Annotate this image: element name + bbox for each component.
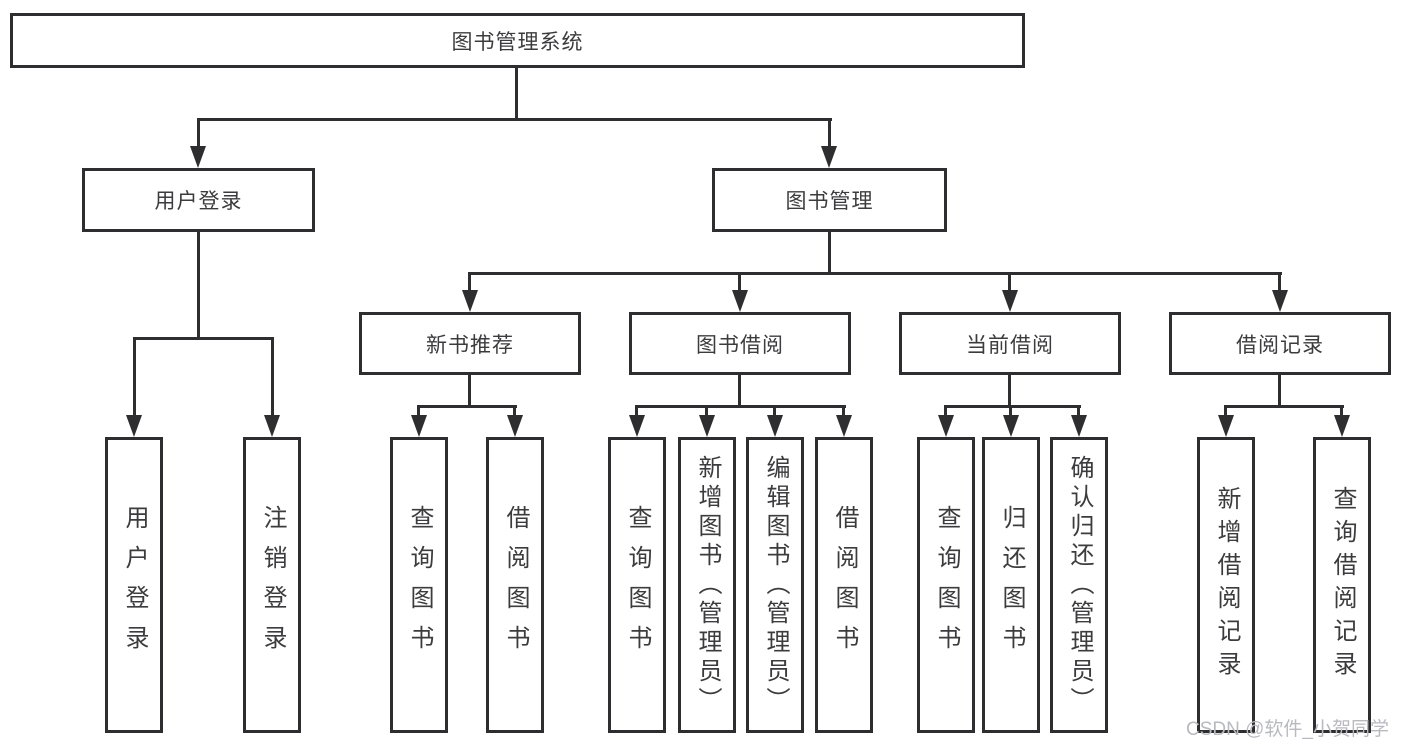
node-borrow-records-label: 借阅记录 [1236,333,1324,357]
arrow-to-g2-add [699,415,715,437]
arrow-to-user-login [190,146,206,168]
node-new-book-recommend: 新书推荐 [359,312,581,375]
arrow-to-new-book [462,290,478,312]
leaf-query-books-current-label: 查询图书 [933,505,960,665]
connector-stub-borrow-records [1278,272,1281,292]
node-new-book-recommend-label: 新书推荐 [426,333,514,357]
node-current-borrow-label: 当前借阅 [966,333,1054,357]
connector-group2-horizontal [635,405,846,408]
leaf-borrow-books-label: 借阅图书 [831,505,858,665]
leaf-borrow-books-recommend-label: 借阅图书 [502,505,529,665]
arrow-to-g4-query [1334,415,1350,437]
leaf-borrow-books-recommend: 借阅图书 [486,437,544,733]
arrow-to-g3-confirm [1071,415,1087,437]
arrow-to-g2-query [629,415,645,437]
leaf-confirm-return-admin-label: 确认归还（管理员） [1066,454,1093,716]
connector-stub-new-book [468,272,471,292]
connector-stub-leaf-login [133,337,136,419]
connector-group1-horizontal [417,405,517,408]
arrow-to-leaf-logout [264,415,280,437]
leaf-edit-books-admin: 编辑图书（管理员） [746,437,804,733]
arrow-to-g4-add [1218,415,1234,437]
node-book-borrow-label: 图书借阅 [696,333,784,357]
leaf-borrow-books: 借阅图书 [815,437,873,733]
node-current-borrow: 当前借阅 [899,312,1121,375]
node-user-login: 用户登录 [82,168,315,232]
leaf-query-books-current: 查询图书 [917,437,975,733]
connector-stub-g3-return [1009,405,1012,419]
arrow-to-g2-edit [767,415,783,437]
connector-stub-leaf-logout [271,337,274,419]
leaf-user-login: 用户登录 [105,437,163,733]
leaf-edit-books-admin-label: 编辑图书（管理员） [762,454,789,716]
connector-level2-horizontal [468,272,1282,275]
leaf-query-books-borrow-label: 查询图书 [624,505,651,665]
leaf-query-books-recommend: 查询图书 [390,437,448,733]
leaf-add-borrow-record-label: 新增借阅记录 [1213,486,1240,684]
arrow-to-g2-borrow [836,415,852,437]
leaf-query-books-recommend-label: 查询图书 [406,505,433,665]
arrow-to-g3-return [1003,415,1019,437]
leaf-query-books-borrow: 查询图书 [608,437,666,733]
arrow-to-book-mgmt [821,146,837,168]
arrow-to-book-borrow [732,290,748,312]
connector-stub-book-mgmt [828,118,831,150]
node-library-system-label: 图书管理系统 [451,30,584,54]
connector-level1-horizontal [197,118,832,121]
connector-stub-g4-query [1340,405,1343,419]
leaf-logout-label: 注销登录 [259,505,286,665]
leaf-return-books: 归还图书 [982,437,1040,733]
connector-stub-user-login [197,118,200,150]
node-user-login-label: 用户登录 [154,190,243,213]
arrow-to-g1-query [411,415,427,437]
connector-stub-g2-borrow [842,405,845,419]
leaf-confirm-return-admin: 确认归还（管理员） [1050,437,1108,733]
connector-book-mgmt-down [828,232,831,275]
leaf-user-login-label: 用户登录 [121,505,148,665]
csdn-watermark: CSDN @软件_小贺同学 [1186,719,1389,740]
connector-stub-g2-add [705,405,708,419]
node-borrow-records: 借阅记录 [1169,312,1391,375]
connector-stub-book-borrow [738,272,741,292]
connector-stub-g3-query [944,405,947,419]
connector-group4-horizontal [1224,405,1344,408]
leaf-query-borrow-record-label: 查询借阅记录 [1329,486,1356,684]
arrow-to-leaf-login [126,415,142,437]
leaf-add-books-admin-label: 新增图书（管理员） [694,454,721,716]
leaf-query-borrow-record: 查询借阅记录 [1313,437,1371,733]
connector-stub-g1-borrow [513,405,516,419]
leaf-add-books-admin: 新增图书（管理员） [678,437,736,733]
connector-stub-g4-add [1224,405,1227,419]
connector-stub-g2-edit [773,405,776,419]
connector-borrow-records-down [1278,375,1281,408]
node-book-management: 图书管理 [712,168,947,232]
arrow-to-g1-borrow [507,415,523,437]
connector-book-borrow-down [738,375,741,408]
node-book-management-label: 图书管理 [785,190,874,213]
node-library-system: 图书管理系统 [10,13,1025,68]
connector-user-login-down [197,232,200,338]
connector-current-borrow-down [1008,375,1011,408]
arrow-to-current-borrow [1002,290,1018,312]
leaf-logout: 注销登录 [243,437,301,733]
connector-stub-g2-query [635,405,638,419]
connector-stub-current-borrow [1008,272,1011,292]
leaf-add-borrow-record: 新增借阅记录 [1197,437,1255,733]
connector-new-book-down [468,375,471,408]
arrow-to-g3-query [938,415,954,437]
arrow-to-borrow-records [1272,290,1288,312]
connector-group3-horizontal [944,405,1081,408]
connector-stub-g1-query [417,405,420,419]
node-book-borrow: 图书借阅 [629,312,851,375]
connector-stub-g3-confirm [1077,405,1080,419]
connector-user-login-horizontal [133,337,274,340]
leaf-return-books-label: 归还图书 [998,505,1025,665]
connector-root-down [515,68,518,121]
